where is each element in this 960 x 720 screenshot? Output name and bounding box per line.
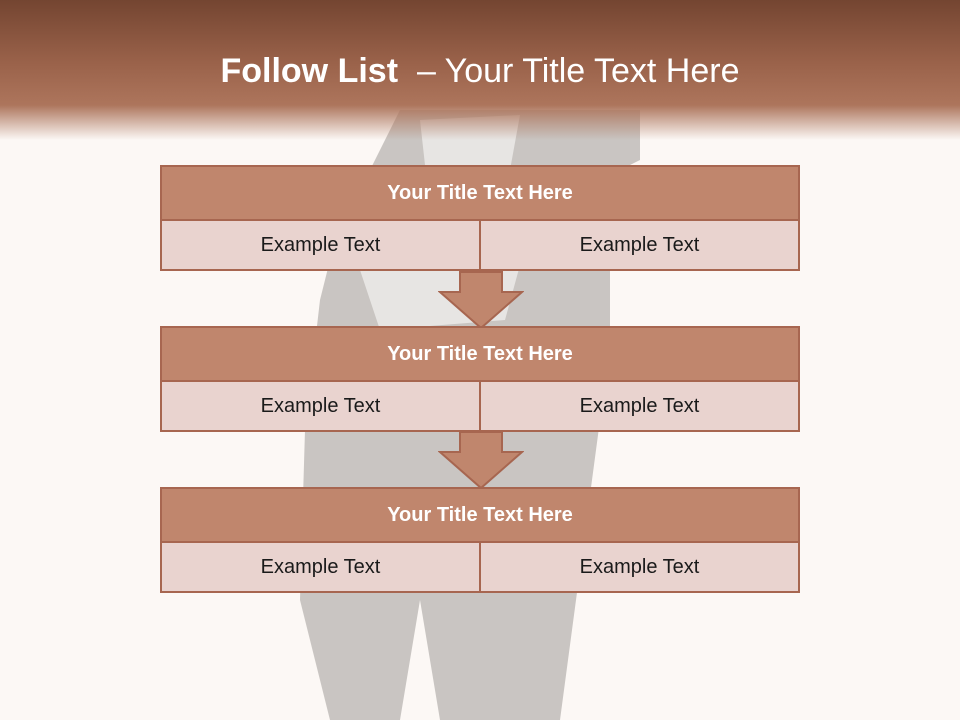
block-cell-right: Example Text <box>479 221 798 269</box>
block-cell-right: Example Text <box>479 543 798 591</box>
flow-block-3: Your Title Text Here Example Text Exampl… <box>160 487 800 593</box>
down-arrow-icon <box>438 271 524 330</box>
header-band <box>0 0 960 140</box>
slide-title-rest: – Your Title Text Here <box>416 52 740 90</box>
block-title: Your Title Text Here <box>160 487 800 543</box>
flow-block-1: Your Title Text Here Example Text Exampl… <box>160 165 800 271</box>
block-title: Your Title Text Here <box>160 165 800 221</box>
block-row: Example Text Example Text <box>160 543 800 593</box>
block-cell-left: Example Text <box>260 233 381 256</box>
slide-title-bold: Follow List <box>220 52 399 90</box>
block-cell-right: Example Text <box>479 382 798 430</box>
block-row: Example Text Example Text <box>160 382 800 432</box>
block-title: Your Title Text Here <box>160 326 800 382</box>
slide-title: Follow List – Your Title Text Here <box>0 52 960 91</box>
down-arrow-icon <box>438 431 524 490</box>
block-cell-left: Example Text <box>260 394 381 417</box>
flow-block-2: Your Title Text Here Example Text Exampl… <box>160 326 800 432</box>
block-cell-left: Example Text <box>260 555 381 578</box>
block-row: Example Text Example Text <box>160 221 800 271</box>
